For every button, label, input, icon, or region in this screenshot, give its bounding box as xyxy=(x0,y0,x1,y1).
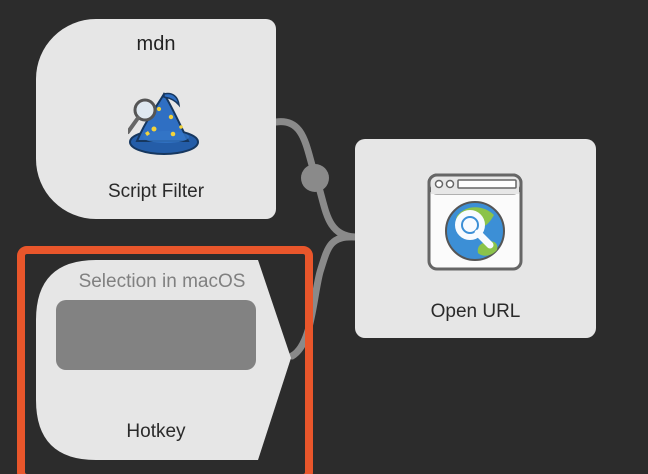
open-url-label: Open URL xyxy=(430,301,521,322)
hotkey-subtitle: Selection in macOS xyxy=(78,271,246,292)
script-filter-keyword: mdn xyxy=(136,33,176,55)
script-filter-node[interactable]: mdn Script Filter xyxy=(36,19,276,219)
browser-globe-icon xyxy=(427,173,523,271)
connector-hotkey-to-open-url[interactable] xyxy=(288,233,359,360)
connection-modifier-knob[interactable] xyxy=(301,164,329,192)
script-filter-label: Script Filter xyxy=(107,181,205,202)
open-url-node[interactable]: Open URL xyxy=(355,139,596,338)
wizard-hat-icon xyxy=(128,92,199,155)
hotkey-field[interactable] xyxy=(56,300,256,370)
selected-node-outline xyxy=(17,246,313,474)
hotkey-label: Hotkey xyxy=(126,421,186,442)
